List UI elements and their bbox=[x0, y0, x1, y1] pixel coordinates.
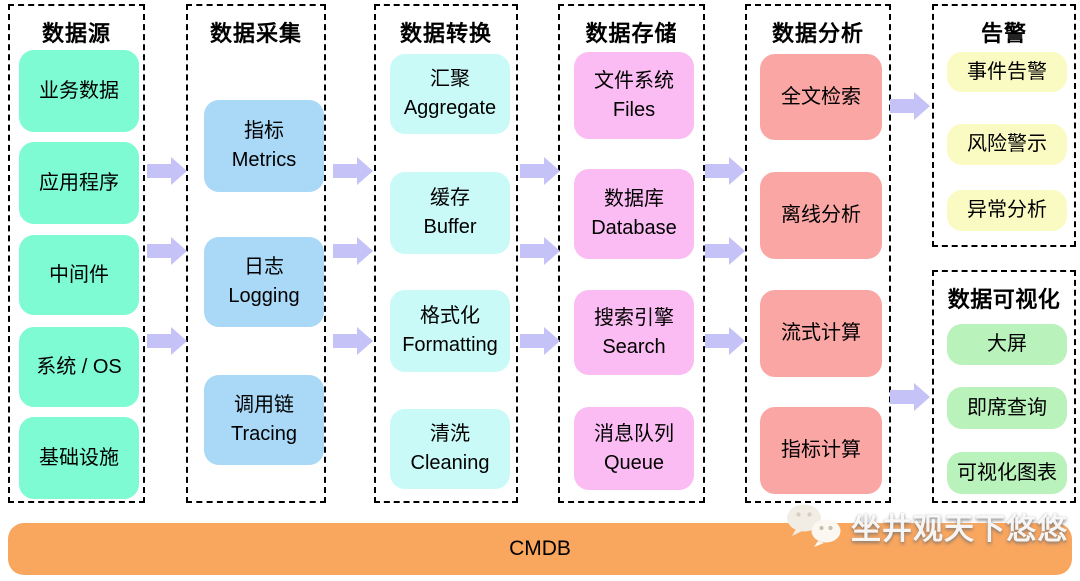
node-files: 文件系统 Files bbox=[574, 52, 694, 139]
node-label: 异常分析 bbox=[967, 199, 1047, 221]
node-label-en: Cleaning bbox=[410, 452, 490, 474]
flow-arrow-icon bbox=[147, 327, 187, 355]
node-big-screen: 大屏 bbox=[947, 324, 1067, 365]
node-application: 应用程序 bbox=[19, 142, 139, 224]
node-label-en: Metrics bbox=[231, 149, 297, 171]
node-label-zh: 搜索引擎 bbox=[594, 306, 674, 329]
node-tracing: 调用链 Tracing bbox=[204, 375, 324, 465]
cmdb-bar: CMDB bbox=[8, 523, 1072, 575]
node-label: 系统 / OS bbox=[36, 355, 122, 378]
flow-arrow-icon bbox=[520, 157, 560, 185]
node-label: 业务数据 bbox=[39, 79, 119, 102]
node-label-en: Search bbox=[602, 335, 666, 358]
node-label-zh: 日志 bbox=[244, 256, 284, 278]
node-search-engine: 搜索引擎 Search bbox=[574, 290, 694, 375]
group-data-visualization: 数据可视化 大屏 即席查询 可视化图表 bbox=[932, 270, 1076, 503]
node-middleware: 中间件 bbox=[19, 235, 139, 315]
node-label: 指标计算 bbox=[781, 439, 861, 461]
node-stream-computing: 流式计算 bbox=[760, 290, 882, 377]
node-label-zh: 清洗 bbox=[430, 423, 470, 445]
flow-arrow-icon bbox=[333, 237, 373, 265]
node-label: 中间件 bbox=[49, 263, 109, 286]
group-title: 数据存储 bbox=[585, 21, 678, 46]
node-label-en: Aggregate bbox=[403, 97, 497, 119]
node-buffer: 缓存 Buffer bbox=[390, 172, 510, 254]
node-label-en: Database bbox=[591, 217, 677, 239]
group-title: 数据可视化 bbox=[947, 287, 1061, 312]
node-label: 即席查询 bbox=[967, 396, 1047, 419]
node-label: 风险警示 bbox=[967, 133, 1047, 155]
node-anomaly-analysis: 异常分析 bbox=[947, 190, 1067, 231]
node-metric-computing: 指标计算 bbox=[760, 407, 882, 494]
node-label: 应用程序 bbox=[39, 171, 119, 194]
node-event-alert: 事件告警 bbox=[947, 52, 1067, 92]
group-title: 数据源 bbox=[41, 21, 111, 46]
flow-arrow-icon bbox=[333, 157, 373, 185]
node-label-en: Buffer bbox=[423, 216, 477, 238]
node-label: 基础设施 bbox=[39, 446, 119, 469]
node-adhoc-query: 即席查询 bbox=[947, 387, 1067, 429]
node-label: 事件告警 bbox=[967, 60, 1047, 83]
node-label: 流式计算 bbox=[781, 322, 861, 344]
group-title: 数据分析 bbox=[771, 21, 864, 46]
flow-arrow-icon bbox=[147, 237, 187, 265]
node-aggregate: 汇聚 Aggregate bbox=[390, 54, 510, 134]
node-database: 数据库 Database bbox=[574, 169, 694, 259]
node-label-zh: 数据库 bbox=[604, 188, 664, 210]
group-data-transform: 数据转换 汇聚 Aggregate 缓存 Buffer 格式化 Formatti… bbox=[374, 4, 518, 503]
node-metrics: 指标 Metrics bbox=[204, 100, 324, 192]
flow-arrow-icon bbox=[705, 237, 745, 265]
node-label-en: Queue bbox=[603, 451, 665, 474]
group-title: 数据转换 bbox=[399, 21, 492, 46]
node-formatting: 格式化 Formatting bbox=[390, 290, 510, 372]
node-label-zh: 消息队列 bbox=[594, 422, 674, 445]
flow-arrow-icon bbox=[520, 237, 560, 265]
node-infrastructure: 基础设施 bbox=[19, 417, 139, 499]
node-label-zh: 汇聚 bbox=[430, 68, 470, 90]
flow-arrow-icon bbox=[705, 157, 745, 185]
node-label-en: Files bbox=[612, 98, 656, 121]
node-label: 全文检索 bbox=[781, 85, 861, 108]
flow-arrow-icon bbox=[333, 327, 373, 355]
flow-arrow-icon bbox=[890, 383, 930, 411]
node-label-en: Formatting bbox=[402, 334, 498, 356]
flow-arrow-icon bbox=[890, 92, 930, 120]
node-label: 可视化图表 bbox=[957, 461, 1057, 484]
node-business-data: 业务数据 bbox=[19, 50, 139, 132]
node-message-queue: 消息队列 Queue bbox=[574, 407, 694, 490]
node-label-zh: 缓存 bbox=[430, 187, 470, 209]
node-visual-charts: 可视化图表 bbox=[947, 452, 1067, 494]
node-label-zh: 格式化 bbox=[420, 305, 480, 327]
node-risk-warning: 风险警示 bbox=[947, 124, 1067, 165]
flow-arrow-icon bbox=[520, 327, 560, 355]
group-alerting: 告警 事件告警 风险警示 异常分析 bbox=[932, 4, 1076, 247]
node-label-zh: 指标 bbox=[244, 120, 284, 142]
node-offline-analysis: 离线分析 bbox=[760, 172, 882, 259]
node-label: 离线分析 bbox=[781, 204, 861, 226]
node-cleaning: 清洗 Cleaning bbox=[390, 409, 510, 489]
node-label: 大屏 bbox=[987, 333, 1027, 355]
group-title: 数据采集 bbox=[209, 21, 302, 46]
group-title: 告警 bbox=[980, 21, 1027, 46]
flow-arrow-icon bbox=[705, 327, 745, 355]
group-data-storage: 数据存储 文件系统 Files 数据库 Database 搜索引擎 Search… bbox=[558, 4, 705, 503]
node-label-en: Tracing bbox=[231, 423, 297, 445]
cmdb-label: CMDB bbox=[509, 537, 571, 560]
flow-arrow-icon bbox=[147, 157, 187, 185]
group-data-collection: 数据采集 指标 Metrics 日志 Logging 调用链 Tracing bbox=[186, 4, 326, 503]
node-system-os: 系统 / OS bbox=[19, 327, 139, 407]
group-data-source: 数据源 业务数据 应用程序 中间件 系统 / OS 基础设施 bbox=[8, 4, 145, 503]
node-label-zh: 文件系统 bbox=[594, 69, 674, 92]
node-logging: 日志 Logging bbox=[204, 237, 324, 327]
node-fulltext-search: 全文检索 bbox=[760, 54, 882, 140]
group-data-analysis: 数据分析 全文检索 离线分析 流式计算 指标计算 bbox=[745, 4, 891, 503]
node-label-zh: 调用链 bbox=[234, 394, 294, 416]
node-label-en: Logging bbox=[228, 285, 300, 307]
